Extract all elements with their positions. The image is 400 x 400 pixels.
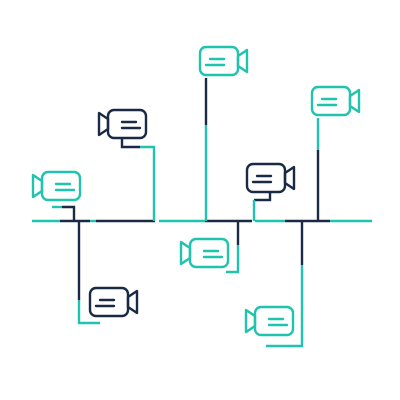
camera-body [198,45,240,77]
wire-lower-left [77,300,100,325]
video-camera-icon [88,286,139,318]
camera-body [106,108,148,140]
camera-lens [283,165,296,191]
wire-bottom-right [266,265,304,348]
video-camera-icon [245,162,296,194]
camera-glyph [31,170,82,202]
camera-body [188,237,230,269]
wire-upper-left [140,145,156,221]
camera-glyph [179,237,230,269]
camera-glyph [97,108,148,140]
camera-lens [236,48,249,74]
camera-glyph [310,85,361,117]
camera-glyph [244,305,295,337]
wire-far-left [62,205,76,221]
video-camera-icon [179,237,230,269]
video-camera-icon [198,45,249,77]
camera-body [245,162,287,194]
video-camera-icon [244,305,295,337]
video-camera-icon [97,108,148,140]
wire-center-right [254,192,272,202]
wire-upper-left [120,139,140,149]
camera-glyph [245,162,296,194]
branch-wires [52,78,320,348]
cameras [31,45,361,337]
camera-glyph [198,45,249,77]
camera-lens [244,308,257,334]
wire-lower-center [226,245,240,274]
camera-body [253,305,295,337]
video-camera-icon [310,85,361,117]
camera-body [88,286,130,318]
video-camera-icon [31,170,82,202]
camera-body [310,85,352,117]
camera-lens [126,289,139,315]
camera-lens [97,111,110,137]
camera-lens [179,240,192,266]
camera-lens [31,173,44,199]
camera-body [40,170,82,202]
camera-glyph [88,286,139,318]
camera-lens [348,88,361,114]
